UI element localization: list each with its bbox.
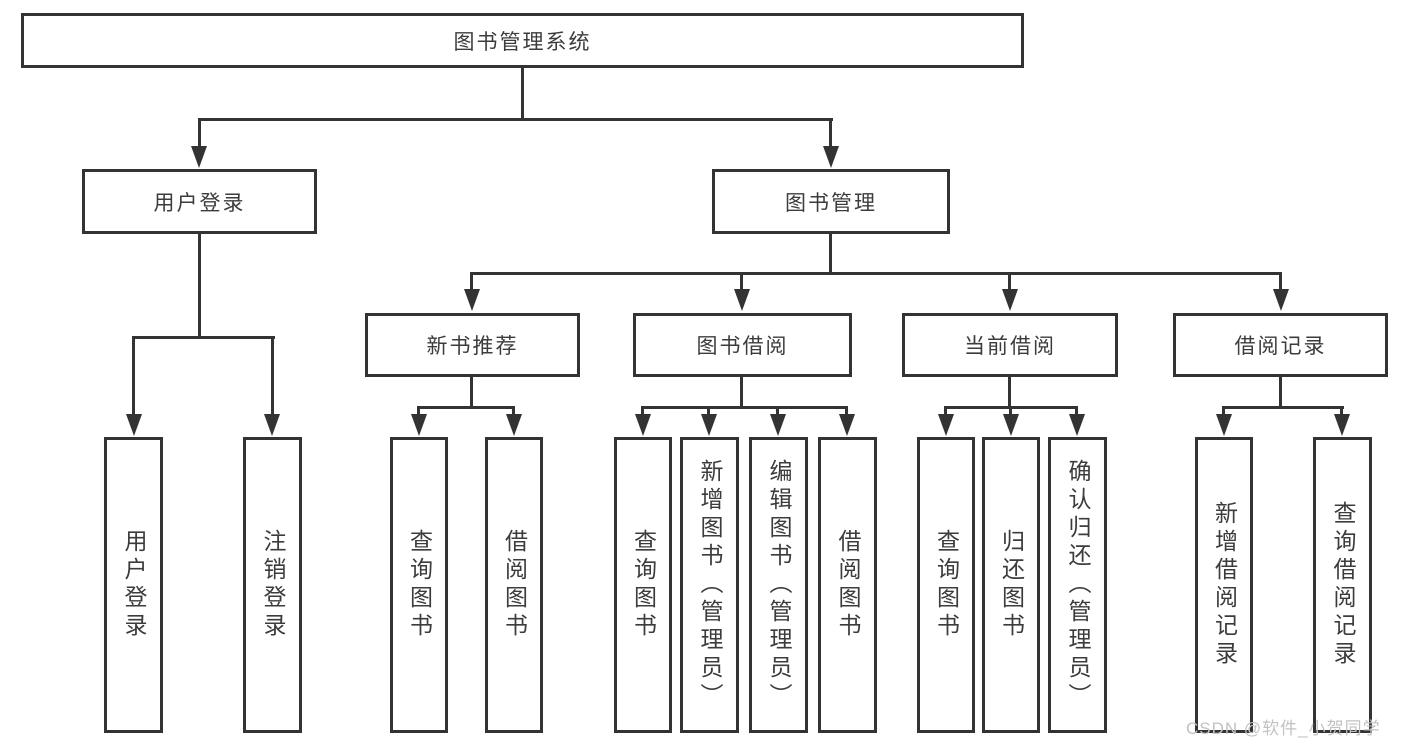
connector-line: [1222, 406, 1344, 409]
node-label: 借阅图书: [501, 529, 528, 641]
connector-line: [470, 377, 473, 408]
node-leaf-query-books-3: 查询图书: [917, 437, 975, 733]
connector-line: [1279, 377, 1282, 408]
node-leaf-borrow-books-1: 借阅图书: [485, 437, 543, 733]
node-label: 借阅图书: [835, 529, 861, 641]
connector-line: [1340, 406, 1343, 416]
node-library-system: 图书管理系统: [21, 13, 1024, 68]
arrow-down-icon: [264, 414, 280, 436]
node-book-management: 图书管理: [712, 169, 950, 234]
connector-line: [1279, 272, 1282, 291]
node-leaf-confirm-return-admin: 确认归还（管理员）: [1048, 437, 1107, 733]
arrow-down-icon: [1334, 414, 1350, 436]
node-label: 用户登录: [153, 191, 246, 215]
node-label: 查询图书: [933, 529, 960, 641]
node-label: 注销登录: [260, 529, 286, 641]
connector-line: [470, 272, 1281, 275]
node-label: 新增借阅记录: [1211, 501, 1238, 669]
arrow-down-icon: [839, 414, 855, 436]
node-label: 查询图书: [406, 529, 433, 641]
connector-line: [740, 272, 743, 291]
node-label: 新书推荐: [426, 335, 519, 358]
arrow-down-icon: [1069, 414, 1085, 436]
connector-line: [417, 406, 420, 416]
node-label: 查询图书: [630, 529, 657, 641]
arrow-down-icon: [770, 414, 786, 436]
node-label: 图书管理系统: [453, 30, 592, 54]
arrow-down-icon: [464, 289, 480, 311]
connector-line: [1009, 406, 1012, 416]
arrow-down-icon: [1003, 414, 1019, 436]
arrow-down-icon: [191, 146, 207, 168]
node-leaf-query-books-1: 查询图书: [390, 437, 448, 733]
node-leaf-return-book: 归还图书: [982, 437, 1040, 733]
node-current-borrow: 当前借阅: [902, 313, 1118, 377]
node-label: 编辑图书（管理员）: [766, 459, 792, 711]
connector-line: [829, 234, 832, 273]
node-book-borrow: 图书借阅: [633, 313, 852, 377]
connector-line: [944, 406, 947, 416]
connector-line: [417, 406, 515, 409]
arrow-down-icon: [734, 289, 750, 311]
connector-line: [512, 406, 515, 416]
node-label: 图书管理: [785, 191, 877, 215]
connector-line: [707, 406, 710, 416]
node-new-book-recommend: 新书推荐: [365, 313, 580, 377]
connector-line: [198, 118, 833, 121]
connector-line: [641, 406, 847, 409]
node-label: 当前借阅: [964, 335, 1056, 358]
arrow-down-icon: [126, 414, 142, 436]
connector-line: [521, 68, 524, 120]
node-label: 查询借阅记录: [1330, 501, 1356, 669]
connector-line: [1008, 377, 1011, 408]
connector-line: [470, 272, 473, 291]
connector-line: [198, 234, 201, 337]
node-leaf-user-login: 用户登录: [104, 437, 163, 733]
node-leaf-add-borrow-record: 新增借阅记录: [1195, 437, 1253, 733]
arrow-down-icon: [1273, 289, 1289, 311]
arrow-down-icon: [1002, 289, 1018, 311]
csdn-watermark: CSDN @软件_小贺同学: [1186, 719, 1381, 738]
arrow-down-icon: [411, 414, 427, 436]
connector-line: [1222, 406, 1225, 416]
node-label: 新增图书（管理员）: [697, 459, 723, 711]
arrow-down-icon: [635, 414, 651, 436]
node-leaf-logout: 注销登录: [243, 437, 302, 733]
arrow-down-icon: [701, 414, 717, 436]
connector-line: [829, 118, 832, 148]
node-leaf-query-borrow-record: 查询借阅记录: [1313, 437, 1372, 733]
node-user-login: 用户登录: [82, 169, 317, 234]
connector-line: [271, 336, 274, 416]
connector-line: [740, 377, 743, 408]
node-label: 借阅记录: [1234, 335, 1327, 358]
node-label: 确认归还（管理员）: [1065, 459, 1091, 711]
connector-line: [1075, 406, 1078, 416]
node-leaf-borrow-books-2: 借阅图书: [818, 437, 877, 733]
arrow-down-icon: [938, 414, 954, 436]
node-leaf-add-book-admin: 新增图书（管理员）: [680, 437, 739, 733]
connector-line: [133, 336, 275, 339]
node-label: 用户登录: [121, 529, 147, 641]
connector-line: [641, 406, 644, 416]
node-borrow-record: 借阅记录: [1173, 313, 1388, 377]
connector-line: [776, 406, 779, 416]
connector-line: [198, 118, 201, 148]
node-label: 归还图书: [998, 529, 1025, 641]
node-leaf-edit-book-admin: 编辑图书（管理员）: [749, 437, 808, 733]
arrow-down-icon: [506, 414, 522, 436]
connector-line: [1008, 272, 1011, 291]
connector-line: [845, 406, 848, 416]
arrow-down-icon: [823, 146, 839, 168]
connector-line: [132, 336, 135, 416]
node-leaf-query-books-2: 查询图书: [614, 437, 672, 733]
node-label: 图书借阅: [696, 335, 789, 358]
arrow-down-icon: [1216, 414, 1232, 436]
